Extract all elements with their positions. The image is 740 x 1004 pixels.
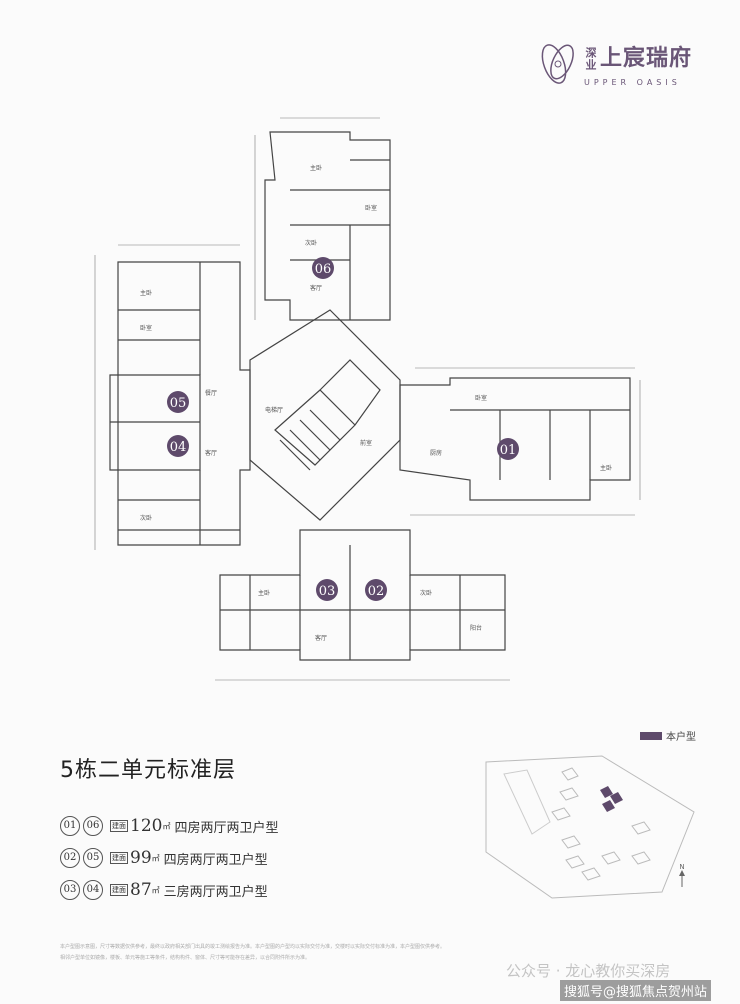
legend: 本户型: [640, 728, 696, 743]
floor-title: 5栋二单元标准层: [60, 758, 236, 783]
unit-badge-number: 04: [170, 440, 187, 455]
room-label: 卧室: [140, 324, 152, 332]
room-label: 主卧: [140, 289, 152, 297]
site-boundary: [485, 755, 695, 899]
area-unit: ㎡: [162, 821, 171, 831]
unit-number: 01: [60, 816, 80, 836]
brand-english: UPPER OASIS: [584, 78, 681, 87]
room-label: 厨房: [430, 449, 442, 457]
north-arrow-icon: N: [679, 863, 685, 887]
room-label: 阳台: [470, 624, 482, 632]
north-label: N: [679, 863, 684, 871]
area-tag: 建面: [110, 820, 128, 832]
unit-badge-02: 02: [365, 579, 387, 601]
area-value: 87: [130, 880, 152, 900]
unit-badge-01: 01: [497, 438, 519, 460]
site-map: N: [485, 755, 695, 899]
unit-badge-number: 01: [500, 443, 517, 458]
dimension-lines: [94, 117, 641, 681]
room-label: 次卧: [305, 239, 317, 247]
disclaimer: 本户型图示意图，尺寸等数据仅供参考，最终以政府相关部门出具的竣工测绘报告为准。本…: [60, 942, 700, 964]
room-label: 客厅: [205, 449, 217, 457]
unit-badge-number: 03: [319, 584, 336, 599]
room-label: 客厅: [310, 284, 322, 292]
room-label: 餐厅: [205, 389, 217, 397]
room-label: 前室: [360, 439, 372, 447]
unit-badge-number: 05: [170, 396, 187, 411]
unit-badge-05: 05: [167, 391, 189, 413]
disclaimer-line: 本户型图示意图，尺寸等数据仅供参考，最终以政府相关部门出具的竣工测绘报告为准。本…: [60, 944, 446, 950]
area-tag: 建面: [110, 884, 128, 896]
room-labels: 主卧 次卧 卧室 客厅 主卧 卧室 餐厅 客厅 次卧 卧室 主卧 厨房 主卧 客…: [140, 164, 612, 642]
unit-number: 02: [60, 848, 80, 868]
room-label: 主卧: [600, 464, 612, 472]
units-list: 01 06 建面 120 ㎡ 四房两厅两卫户型 02 05 建面 99 ㎡ 四房…: [60, 810, 278, 906]
watermark: 搜狐号@搜狐焦点贺州站: [560, 980, 712, 1001]
unit-badge-number: 06: [315, 262, 332, 277]
unit-badge-06: 06: [312, 257, 334, 279]
area-value: 99: [130, 848, 152, 868]
room-label: 主卧: [258, 589, 270, 597]
legend-swatch: [640, 731, 662, 740]
site-road: [503, 769, 551, 835]
brand-main: 上宸瑞府: [600, 46, 693, 71]
room-label: 主卧: [310, 164, 322, 172]
unit-row: 02 05 建面 99 ㎡ 四房两厅两卫户型: [60, 842, 278, 874]
area-value: 120: [130, 816, 163, 836]
room-label: 次卧: [420, 589, 432, 597]
area-unit: ㎡: [151, 853, 160, 863]
site-highlight-building: [600, 786, 623, 812]
unit-number: 03: [60, 880, 80, 900]
room-label: 卧室: [475, 394, 487, 402]
plan-walls: [109, 131, 631, 661]
unit-number: 04: [83, 880, 103, 900]
unit-number: 06: [83, 816, 103, 836]
unit-description: 四房两厅两卫户型: [174, 820, 279, 836]
site-buildings: [551, 767, 651, 881]
unit-number: 05: [83, 848, 103, 868]
disclaimer-line: 相邻户型单位如镜像，楼板、单元等施工等条件，结构构件、窗体、尺寸等可能存在差异，…: [60, 955, 311, 961]
watermark: 公众号 · 龙心教你买深房: [506, 962, 671, 980]
unit-badge-number: 02: [368, 584, 385, 599]
brand-name: 深业上宸瑞府: [582, 40, 692, 72]
room-label: 电梯厅: [265, 406, 283, 414]
unit-description: 三房两厅两卫户型: [163, 884, 268, 900]
floor-plan: 主卧 次卧 卧室 客厅 主卧 卧室 餐厅 客厅 次卧 卧室 主卧 厨房 主卧 客…: [94, 117, 641, 681]
logo-emblem-icon: [541, 44, 574, 84]
unit-row: 03 04 建面 87 ㎡ 三房两厅两卫户型: [60, 874, 278, 906]
brand-small: 深业: [584, 47, 597, 71]
unit-description: 四房两厅两卫户型: [163, 852, 268, 868]
unit-row: 01 06 建面 120 ㎡ 四房两厅两卫户型: [60, 810, 278, 842]
unit-badge-03: 03: [316, 579, 338, 601]
unit-badge-04: 04: [167, 435, 189, 457]
area-unit: ㎡: [151, 885, 160, 895]
legend-label: 本户型: [666, 732, 696, 743]
room-label: 卧室: [365, 204, 377, 212]
brand-logo: 深业上宸瑞府 UPPER OASIS: [536, 34, 716, 94]
area-tag: 建面: [110, 852, 128, 864]
room-label: 次卧: [140, 514, 152, 522]
room-label: 客厅: [315, 634, 327, 642]
